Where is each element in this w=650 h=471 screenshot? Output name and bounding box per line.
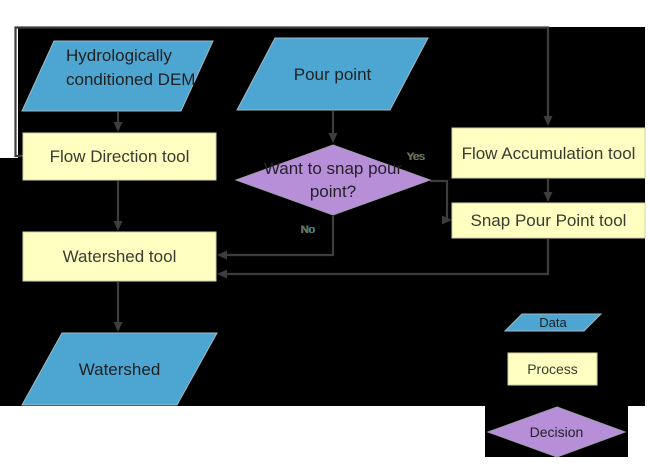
edge-snappourpoint-to-watershedtool [217, 239, 550, 279]
legend-decision-label: Decision [529, 423, 584, 440]
flow-accumulation-box [451, 127, 646, 179]
decision-label: Want to snap pour point? [263, 159, 403, 201]
legend-process-box [507, 352, 598, 386]
legend-decision-diamond [486, 406, 627, 458]
edge-decision-yes-to-snappourpoint [430, 179, 452, 225]
pour-point-label: Pour point [293, 64, 372, 84]
flow-direction-box [22, 132, 217, 181]
legend-data-label: Data [539, 315, 567, 330]
snap-pour-point-box [451, 202, 646, 239]
decision-diamond [234, 144, 432, 216]
flow-accumulation-label: Flow Accumulation tool [461, 143, 636, 163]
legend-data-parallelogram [503, 313, 603, 332]
no-edge-label: No [301, 224, 316, 236]
watershed-tool-box [22, 231, 217, 282]
dem-label: Hydrologically conditioned DEM [66, 46, 196, 89]
dem-parallelogram [21, 40, 214, 112]
edge-decision-no-to-watershedtool [217, 216, 335, 260]
pour-point-parallelogram [236, 37, 429, 111]
watershed-parallelogram [21, 332, 218, 406]
legend-process-label: Process [527, 360, 578, 377]
flow-direction-label: Flow Direction tool [49, 147, 190, 166]
watershed-label: Watershed [78, 359, 161, 379]
snap-pour-point-label: Snap Pour Point tool [470, 211, 627, 230]
edge-flowdirection-to-flowaccumulation [14, 26, 553, 158]
watershed-tool-label: Watershed tool [62, 247, 177, 266]
yes-edge-label: Yes [407, 151, 425, 163]
